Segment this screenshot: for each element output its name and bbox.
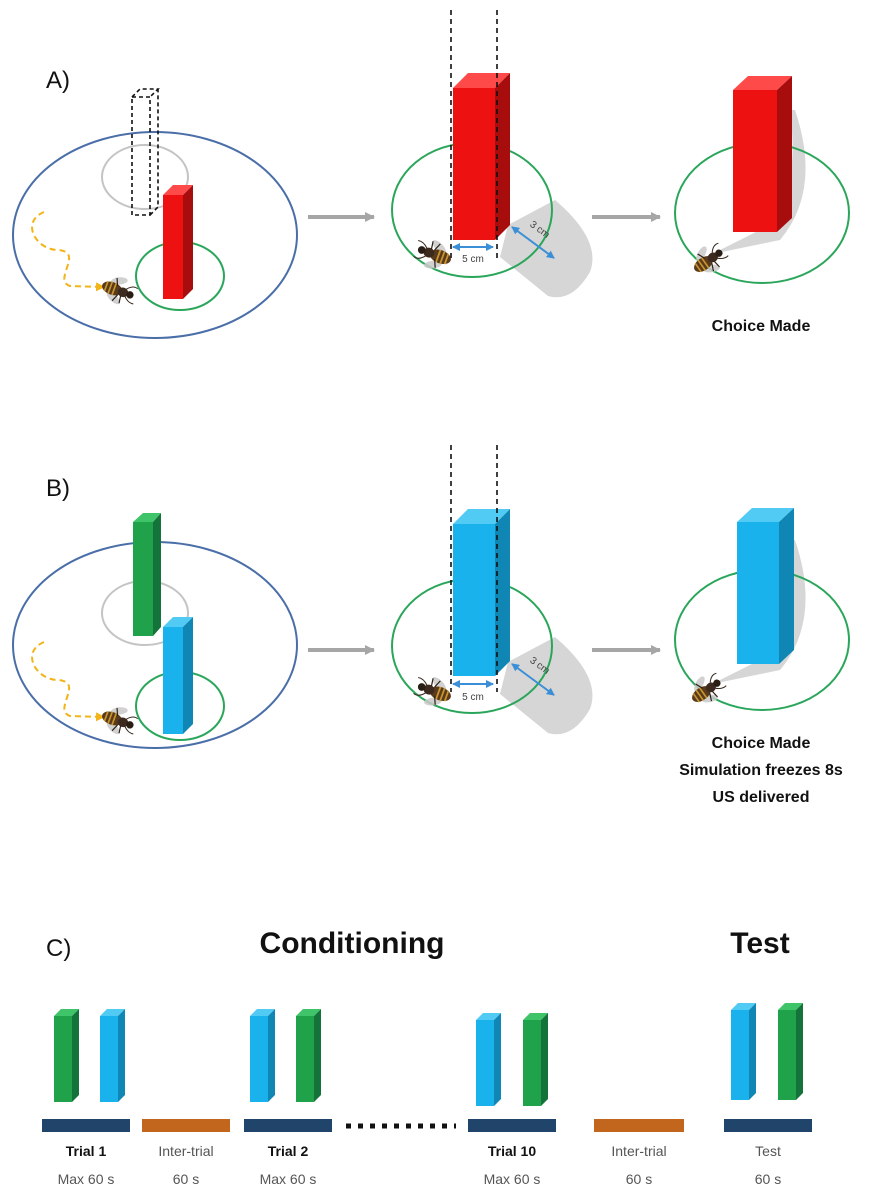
panel-a-label: A): [46, 67, 70, 94]
panel-a: A) 5 cm 3 cm: [12, 10, 850, 339]
segment-name: Trial 2: [268, 1143, 309, 1159]
blue-stimulus-bar: [737, 508, 794, 664]
panel-c-label: C): [46, 935, 71, 962]
width-label: 5 cm: [462, 254, 484, 265]
bee-icon: [408, 668, 458, 715]
red-stimulus-bar: [453, 73, 510, 240]
panel-b-result-line-2: Simulation freezes 8s: [679, 762, 843, 779]
segment-duration: 60 s: [626, 1171, 652, 1187]
green-stimulus-bar: [523, 1013, 548, 1106]
panel-b-label: B): [46, 475, 70, 502]
segment-name: Trial 10: [488, 1143, 536, 1159]
distance-dimension: [511, 663, 555, 696]
bee-path: [31, 641, 105, 722]
bee-icon: [408, 231, 458, 278]
blue-stimulus-bar: [250, 1009, 275, 1102]
panel-c: C) Conditioning Test: [42, 927, 812, 1187]
test-title: Test: [730, 927, 789, 960]
segment-name: Trial 1: [66, 1143, 107, 1159]
green-stimulus-bar: [296, 1009, 321, 1102]
panel-b-result-line-1: Choice Made: [712, 735, 811, 752]
timeline-bar-trial: [42, 1119, 130, 1132]
panel-a-result: Choice Made: [712, 318, 811, 335]
timeline-bar-test: [724, 1119, 812, 1132]
timeline-bar-trial: [244, 1119, 332, 1132]
bee-icon: [684, 235, 734, 284]
bee-path: [31, 211, 105, 292]
bee-icon: [96, 268, 143, 313]
bee-icon: [682, 665, 732, 714]
red-stimulus-bar: [733, 76, 792, 232]
decision-zone-grey: [101, 144, 189, 210]
conditioning-title: Conditioning: [260, 927, 445, 960]
view-cone: [500, 200, 593, 298]
arena-a: [12, 131, 298, 339]
trial-1-stimuli: [54, 1009, 125, 1102]
distance-dimension: [511, 226, 555, 259]
segment-duration: 60 s: [755, 1171, 781, 1187]
width-label: 5 cm: [462, 692, 484, 703]
panel-b: B) 5 cm 3 cm: [12, 445, 850, 806]
trial-2-stimuli: [250, 1009, 321, 1102]
blue-stimulus-bar: [100, 1009, 125, 1102]
trial-10-stimuli: [476, 1013, 548, 1106]
bee-icon: [96, 698, 143, 743]
blue-stimulus-bar: [476, 1013, 501, 1106]
segment-duration: 60 s: [173, 1171, 199, 1187]
blue-stimulus-bar: [163, 617, 193, 734]
blue-stimulus-bar: [453, 509, 510, 676]
timeline-bar-trial: [468, 1119, 556, 1132]
segment-name: Test: [755, 1143, 781, 1159]
green-stimulus-bar: [778, 1003, 803, 1100]
blue-stimulus-bar: [731, 1003, 756, 1100]
view-cone: [500, 637, 593, 735]
panel-b-result-line-3: US delivered: [713, 789, 810, 806]
hidden-stimulus-outline: [131, 88, 160, 216]
timeline-bar-inter-trial: [142, 1119, 230, 1132]
red-stimulus-bar: [163, 185, 193, 299]
timeline-bar-inter-trial: [594, 1119, 684, 1132]
segment-duration: Max 60 s: [260, 1171, 317, 1187]
segment-name: Inter-trial: [611, 1143, 666, 1159]
segment-duration: Max 60 s: [484, 1171, 541, 1187]
segment-name: Inter-trial: [158, 1143, 213, 1159]
test-stimuli: [731, 1003, 803, 1100]
green-stimulus-bar: [133, 513, 161, 636]
segment-duration: Max 60 s: [58, 1171, 115, 1187]
green-stimulus-bar: [54, 1009, 79, 1102]
